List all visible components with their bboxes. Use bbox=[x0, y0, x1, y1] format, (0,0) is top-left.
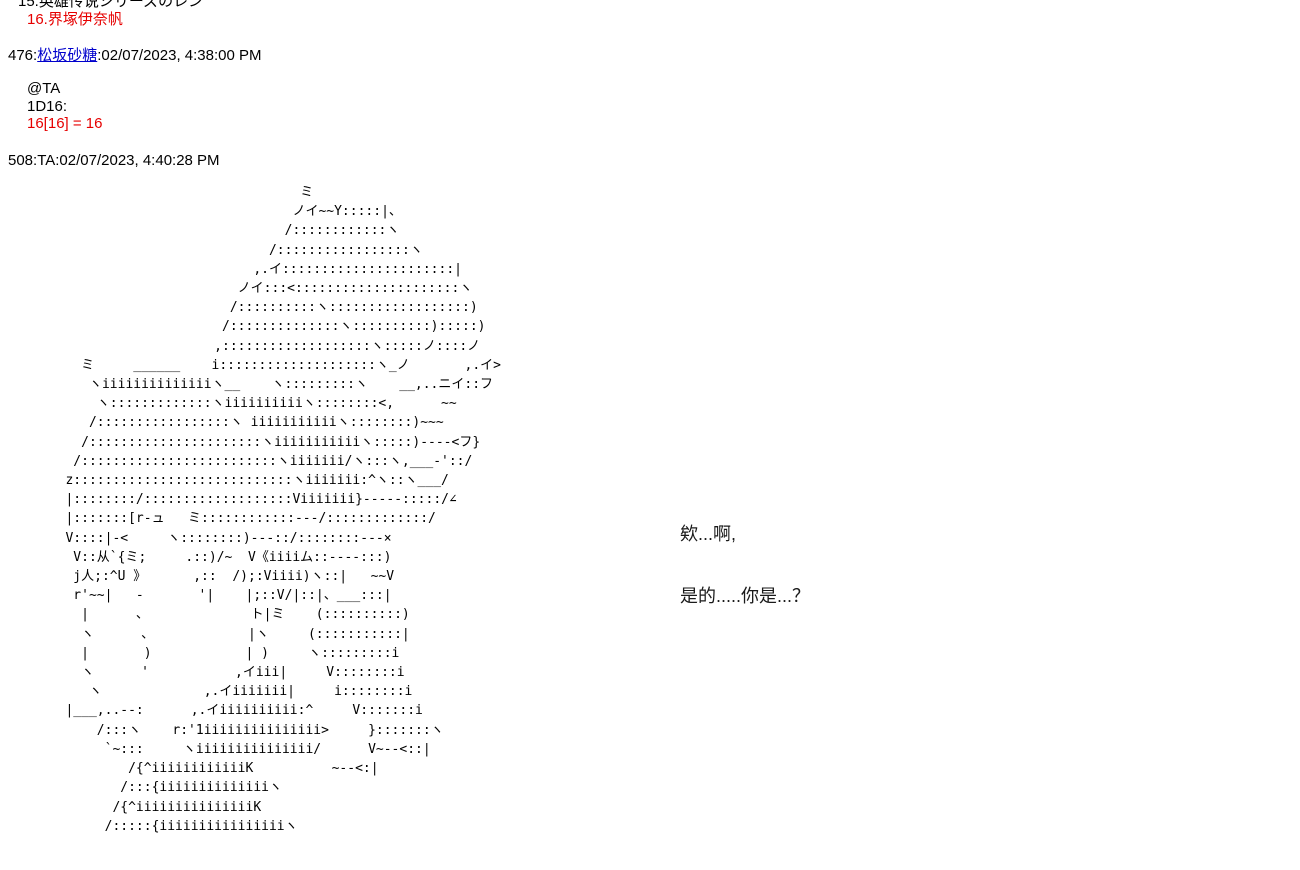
author-name: TA bbox=[37, 152, 56, 169]
post-text-line: @TA bbox=[27, 80, 61, 97]
post-timestamp: :02/07/2023, 4:38:00 PM bbox=[97, 47, 262, 64]
ascii-art: ミ ノイ~~Y:::::|、 /::::::::::::ヽ /:::::::::… bbox=[65, 185, 501, 834]
post-header-476: 476:松坂砂糖:02/07/2023, 4:38:00 PM bbox=[8, 44, 262, 65]
dice-result-line: 16[16] = 16 bbox=[27, 115, 103, 132]
post-header-508: 508:TA:02/07/2023, 4:40:28 PM bbox=[8, 152, 220, 169]
post-body-476: @TA 1D16: 16[16] = 16 bbox=[27, 80, 102, 133]
author-link[interactable]: 松坂砂糖 bbox=[37, 47, 98, 64]
dialogue-line: 欸...啊, bbox=[680, 524, 737, 544]
post-text-line: 1D16: bbox=[27, 97, 68, 115]
clipped-list-line: 15.英雄传说シリーズのレン bbox=[18, 0, 203, 9]
rolled-option-line: 16.界塚伊奈帆 bbox=[27, 11, 123, 28]
post-timestamp: :02/07/2023, 4:40:28 PM bbox=[55, 152, 220, 169]
dialogue-block: 欸...啊, 是的.....你是...？ bbox=[680, 520, 810, 644]
clipped-list-line-text: 15.英雄传说シリーズのレン bbox=[18, 0, 204, 9]
post-number: 476: bbox=[8, 47, 38, 64]
dialogue-line: 是的.....你是...？ bbox=[680, 586, 811, 606]
post-number: 508: bbox=[8, 152, 38, 169]
